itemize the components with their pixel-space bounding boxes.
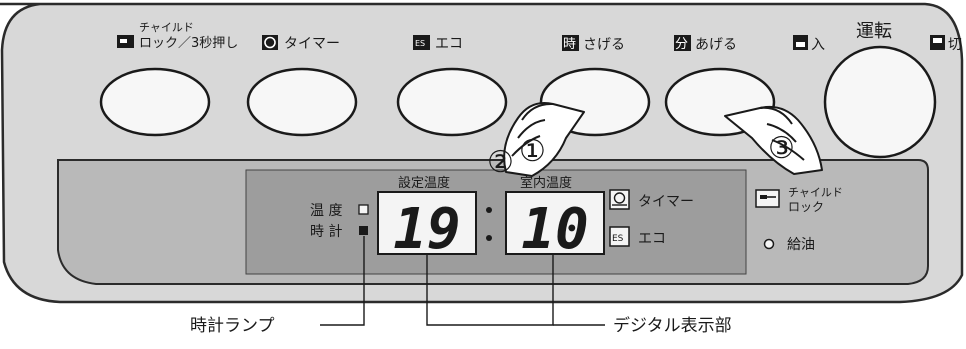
step-marker-3: ③ bbox=[768, 131, 795, 166]
step-marker-2: ② bbox=[487, 145, 514, 180]
child-lock-label-group: チャイルド ロック／3秒押し bbox=[117, 21, 238, 51]
minute-icon-char: 分 bbox=[675, 37, 688, 52]
time-down-label-group: 時 さげる bbox=[562, 35, 625, 53]
child-lock-indicator-icon bbox=[755, 189, 780, 208]
on-label: 入 bbox=[811, 37, 825, 53]
eco-indicator-label: エコ bbox=[638, 231, 666, 247]
off-label-group: 切 bbox=[930, 35, 962, 53]
room-temp-value: 10 bbox=[521, 197, 588, 262]
child-lock-label-line1: チャイルド bbox=[139, 21, 194, 34]
temp-lamp-label: 温 度 bbox=[310, 203, 342, 219]
refuel-label: 給油 bbox=[787, 237, 815, 253]
clock-lamp bbox=[359, 226, 368, 235]
on-label-group: 入 bbox=[793, 35, 825, 53]
digital-display-callout: デジタル表示部 bbox=[613, 315, 732, 336]
refuel-lamp bbox=[763, 238, 775, 250]
eco-label: エコ bbox=[435, 36, 463, 52]
child-lock-button[interactable] bbox=[99, 67, 211, 137]
hour-icon bbox=[562, 35, 579, 51]
svg-text:ES: ES bbox=[612, 234, 624, 244]
eco-button[interactable] bbox=[396, 67, 508, 137]
colon-dot-top bbox=[486, 207, 492, 213]
timer-button[interactable] bbox=[246, 67, 358, 137]
svg-text:ES: ES bbox=[415, 39, 425, 48]
clock-lamp-leader bbox=[320, 236, 365, 326]
display-window bbox=[245, 169, 747, 275]
clock-lamp-callout: 時計ランプ bbox=[190, 316, 275, 336]
digital-display-leader bbox=[426, 254, 554, 326]
eco-icon bbox=[413, 35, 430, 50]
timer-label: タイマー bbox=[284, 36, 340, 52]
clock-lamp-label: 時 計 bbox=[310, 224, 342, 240]
off-label: 切 bbox=[948, 37, 962, 53]
time-down-label: さげる bbox=[583, 37, 625, 53]
temp-lamp bbox=[358, 204, 369, 215]
time-up-label-group: 分 あげる bbox=[674, 35, 737, 53]
hour-icon-char: 時 bbox=[563, 37, 576, 52]
timer-label-group: タイマー bbox=[262, 35, 340, 52]
hand-pointer-right bbox=[724, 105, 823, 175]
run-label: 運転 bbox=[856, 21, 892, 42]
timer-indicator-icon bbox=[609, 189, 630, 210]
run-button[interactable] bbox=[823, 45, 937, 159]
timer-indicator-label: タイマー bbox=[638, 194, 694, 210]
child-lock-indicator-line1: チャイルド bbox=[788, 186, 843, 199]
set-temp-window bbox=[377, 191, 477, 255]
colon-dot-bottom bbox=[486, 235, 492, 241]
step-marker-1: ① bbox=[519, 134, 546, 169]
time-up-label: あげる bbox=[695, 37, 737, 53]
eco-indicator-icon bbox=[609, 226, 630, 247]
minute-icon bbox=[674, 35, 691, 51]
room-temp-label: 室内温度 bbox=[520, 175, 572, 191]
set-temp-value: 19 bbox=[393, 197, 460, 262]
hand-pointer-left bbox=[503, 102, 585, 177]
set-temp-label: 設定温度 bbox=[398, 175, 450, 191]
child-lock-label-line2: ロック／3秒押し bbox=[139, 36, 238, 51]
room-temp-window bbox=[505, 191, 605, 255]
eco-label-group: ES エコ bbox=[413, 35, 463, 52]
child-lock-indicator-line2: ロック bbox=[788, 200, 824, 214]
